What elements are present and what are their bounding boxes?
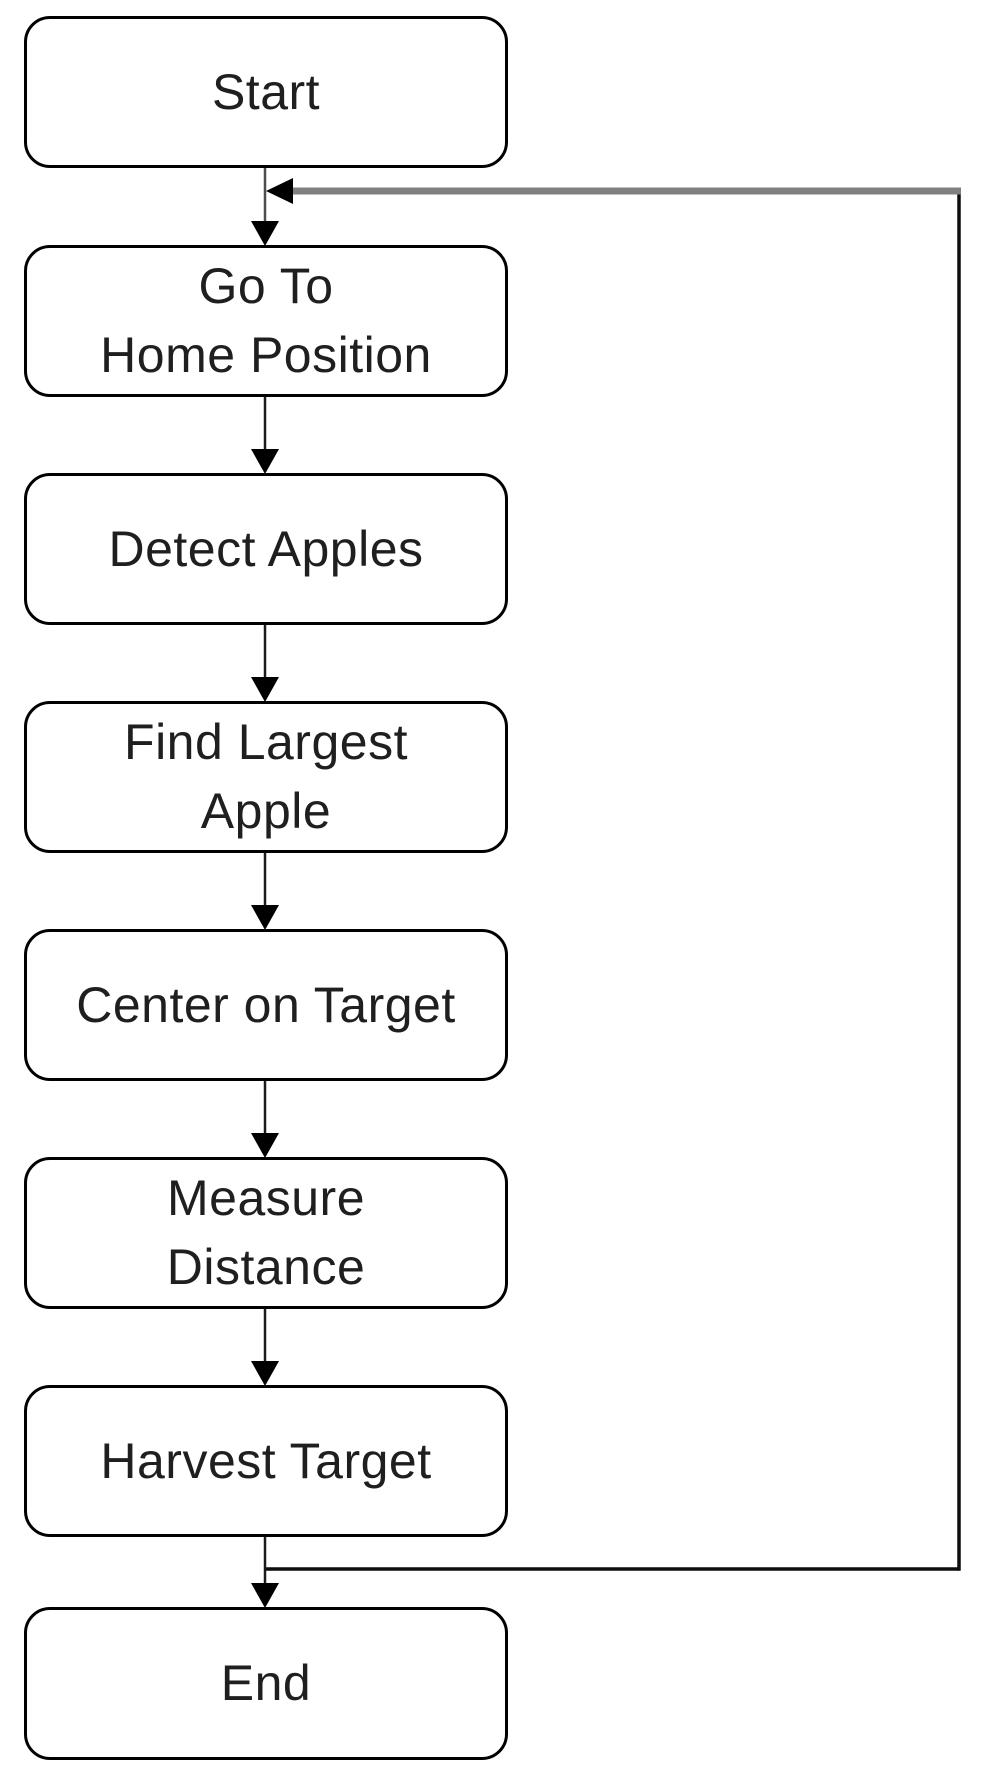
- node-go-home-position: Go To Home Position: [24, 245, 508, 397]
- node-end: End: [24, 1607, 508, 1760]
- node-find-largest-apple: Find Largest Apple: [24, 701, 508, 853]
- arrowhead-down-icon: [251, 677, 279, 702]
- arrowhead-down-icon: [251, 449, 279, 474]
- node-start-label: Start: [211, 63, 321, 120]
- node-measure-distance-label: Measure Distance: [166, 1170, 366, 1295]
- node-harvest-target: Harvest Target: [24, 1385, 508, 1537]
- arrowhead-down-icon: [251, 1361, 279, 1386]
- loop-arrowhead-left-icon: [266, 178, 293, 204]
- node-end-label: End: [220, 1655, 312, 1711]
- arrowhead-down-icon: [251, 221, 279, 246]
- arrowhead-down-icon: [251, 905, 279, 930]
- node-harvest-target-label: Harvest Target: [100, 1432, 432, 1489]
- node-go-home-position-label: Go To Home Position: [100, 258, 432, 383]
- arrowhead-down-icon: [251, 1133, 279, 1158]
- arrowhead-down-icon: [251, 1583, 279, 1608]
- node-detect-apples: Detect Apples: [24, 473, 508, 625]
- node-center-on-target: Center on Target: [24, 929, 508, 1081]
- node-center-on-target-label: Center on Target: [76, 976, 456, 1033]
- node-measure-distance: Measure Distance: [24, 1157, 508, 1309]
- node-find-largest-apple-label: Find Largest Apple: [124, 714, 408, 839]
- node-detect-apples-label: Detect Apples: [108, 520, 424, 577]
- node-start: Start: [24, 16, 508, 168]
